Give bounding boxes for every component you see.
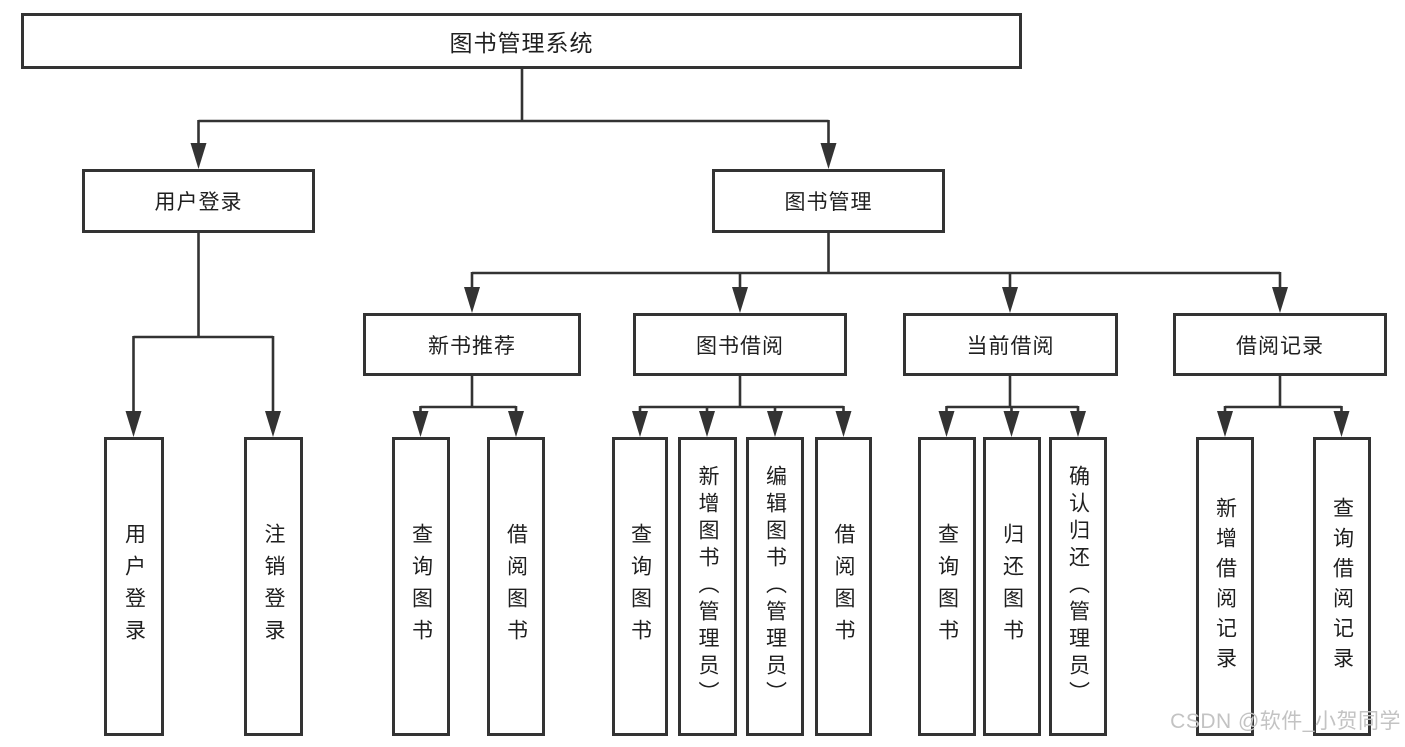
leaf-node-label: 新增借阅记录 (1213, 496, 1237, 677)
leaf-node-user-login: 用户登录 (104, 437, 164, 736)
branch-node-label: 图书借阅 (696, 334, 784, 358)
branch-node-book-management: 图书管理 (712, 169, 945, 233)
leaf-node-add-borrow-record: 新增借阅记录 (1196, 437, 1254, 736)
branch-node-current-borrowing: 当前借阅 (903, 313, 1118, 376)
branch-node-label: 当前借阅 (966, 334, 1055, 358)
leaf-node-label: 借阅图书 (832, 522, 855, 651)
leaf-node-label: 借阅图书 (504, 522, 528, 651)
leaf-node-label: 查询图书 (628, 522, 652, 651)
branch-node-borrowing-records: 借阅记录 (1173, 313, 1387, 376)
branch-node-label: 图书管理 (784, 191, 873, 214)
leaf-node-label: 查询借阅记录 (1330, 496, 1354, 677)
leaf-node-confirm-return-admin: 确认归还（管理员） (1049, 437, 1107, 736)
leaf-node-label: 注销登录 (262, 522, 285, 651)
leaf-node-query-borrow-record: 查询借阅记录 (1313, 437, 1371, 736)
leaf-node-label: 编辑图书（管理员） (763, 465, 787, 708)
leaf-node-query-books: 查询图书 (612, 437, 668, 736)
csdn-watermark: CSDN @软件_小贺同学 (1170, 710, 1401, 733)
leaf-node-logout: 注销登录 (244, 437, 303, 736)
leaf-node-return-books: 归还图书 (983, 437, 1041, 736)
root-node-label: 图书管理系统 (449, 30, 594, 56)
branch-node-new-book-recommend: 新书推荐 (363, 313, 581, 376)
leaf-node-borrow-books: 借阅图书 (815, 437, 872, 736)
branch-node-label: 用户登录 (154, 191, 243, 214)
leaf-node-add-books-admin: 新增图书（管理员） (678, 437, 737, 736)
leaf-node-label: 用户登录 (122, 522, 146, 651)
leaf-node-label: 查询图书 (409, 522, 433, 651)
leaf-node-edit-books-admin: 编辑图书（管理员） (746, 437, 804, 736)
leaf-node-query-books: 查询图书 (392, 437, 450, 736)
leaf-node-label: 确认归还（管理员） (1066, 465, 1090, 708)
root-node-library-management-system: 图书管理系统 (21, 13, 1022, 69)
leaf-node-label: 归还图书 (1000, 522, 1024, 651)
leaf-node-label: 查询图书 (935, 522, 959, 651)
branch-node-label: 新书推荐 (428, 334, 516, 358)
branch-node-user-login: 用户登录 (82, 169, 315, 233)
leaf-node-label: 新增图书（管理员） (696, 465, 719, 708)
leaf-node-borrow-books: 借阅图书 (487, 437, 545, 736)
branch-node-book-borrowing: 图书借阅 (633, 313, 847, 376)
leaf-node-query-books: 查询图书 (918, 437, 976, 736)
branch-node-label: 借阅记录 (1236, 334, 1324, 358)
